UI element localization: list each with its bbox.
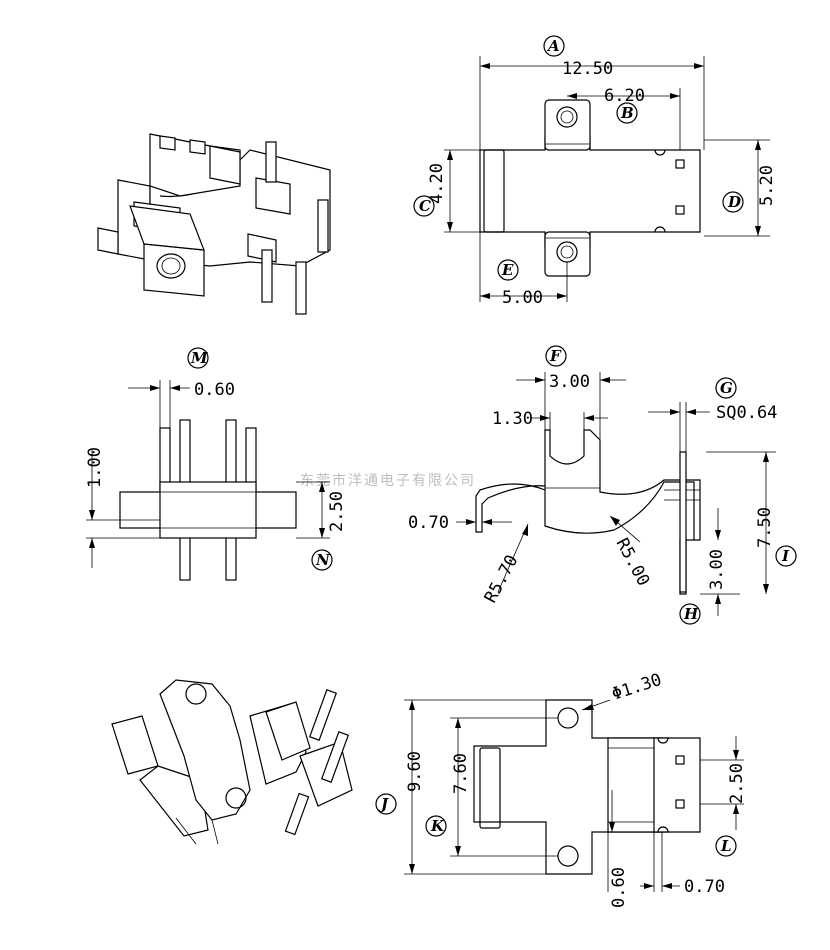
label-h: H [683,605,699,623]
label-i: I [781,547,790,565]
dim-h: 3.00 [707,549,727,590]
watermark: 东莞市洋通电子有限公司 [300,472,476,489]
label-f: F [549,347,562,365]
dim-bottom-a: 0.60 [609,867,629,908]
label-e: E [501,261,514,279]
iso-view-top [97,133,331,315]
dim-d: 5.20 [757,165,777,206]
side-view [475,429,701,595]
label-c: C [419,197,431,215]
front-view [119,419,297,581]
dim-k: 7.60 [451,753,471,794]
top-view-dimensions: 12.50 A 6.20 B 4.20 C 5.20 D 5.00 E [413,35,777,308]
dim-r-outer: R5.70 [481,552,523,607]
front-view-dimensions: 0.60 M 1.00 2.50 N [85,347,347,571]
dim-r-inner: R5.00 [612,535,654,590]
label-n: N [315,551,331,569]
bottom-view [473,699,701,875]
dim-bottom-b: 0.70 [684,877,725,897]
bottom-view-dimensions: Φ1.30 9.60 J 7.60 K 2.50 L 0.60 [375,670,747,908]
dim-hole: Φ1.30 [609,670,664,705]
dim-n: 2.50 [327,491,347,532]
label-k: K [430,817,445,835]
dim-m: 0.60 [194,380,235,400]
dim-l: 2.50 [727,763,747,804]
dim-i: 7.50 [755,507,775,548]
top-view [479,99,701,277]
label-g: G [720,379,733,397]
dim-f-inner: 1.30 [492,409,533,429]
dim-m-height: 1.00 [85,447,105,488]
label-b: B [620,104,634,122]
dim-j: 9.60 [405,751,425,792]
dim-b: 6.20 [604,86,645,106]
dim-c: 4.20 [427,163,447,204]
dim-g: SQ0.64 [716,403,777,423]
label-l: L [720,837,732,855]
dim-e: 5.00 [502,288,543,308]
label-m: M [190,349,208,367]
dim-a: 12.50 [562,59,613,79]
label-j: J [378,795,389,813]
dim-left-thk: 0.70 [408,513,449,533]
dim-f: 3.00 [549,372,590,392]
label-a: A [546,37,560,55]
label-d: D [727,193,741,211]
iso-view-bottom [111,679,353,845]
